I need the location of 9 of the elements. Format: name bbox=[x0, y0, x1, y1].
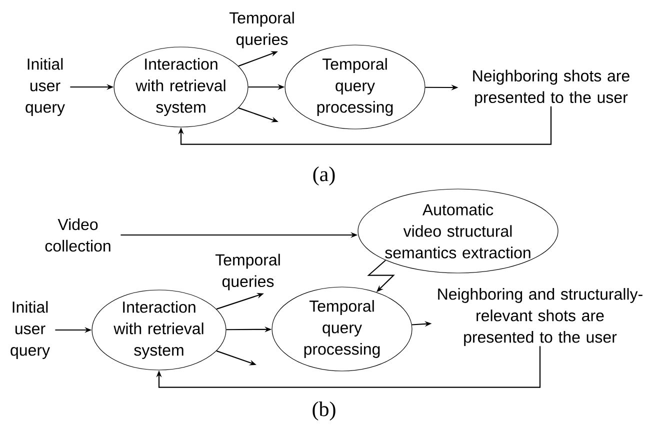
panel-label: (a) bbox=[313, 166, 335, 186]
flow-text: Neighboring shots are presented to the user bbox=[473, 70, 630, 106]
feedback-arrow bbox=[178, 106, 552, 145]
panel-label: (b) bbox=[312, 401, 336, 421]
flow-text: Initial user query bbox=[10, 301, 50, 359]
flow-text: Initial user query bbox=[26, 58, 65, 116]
flow-text: Neighboring and structurally-relevant shots are presented to the user bbox=[438, 288, 642, 346]
feedback-arrow bbox=[156, 346, 541, 388]
flow-text: Video collection bbox=[45, 218, 110, 252]
